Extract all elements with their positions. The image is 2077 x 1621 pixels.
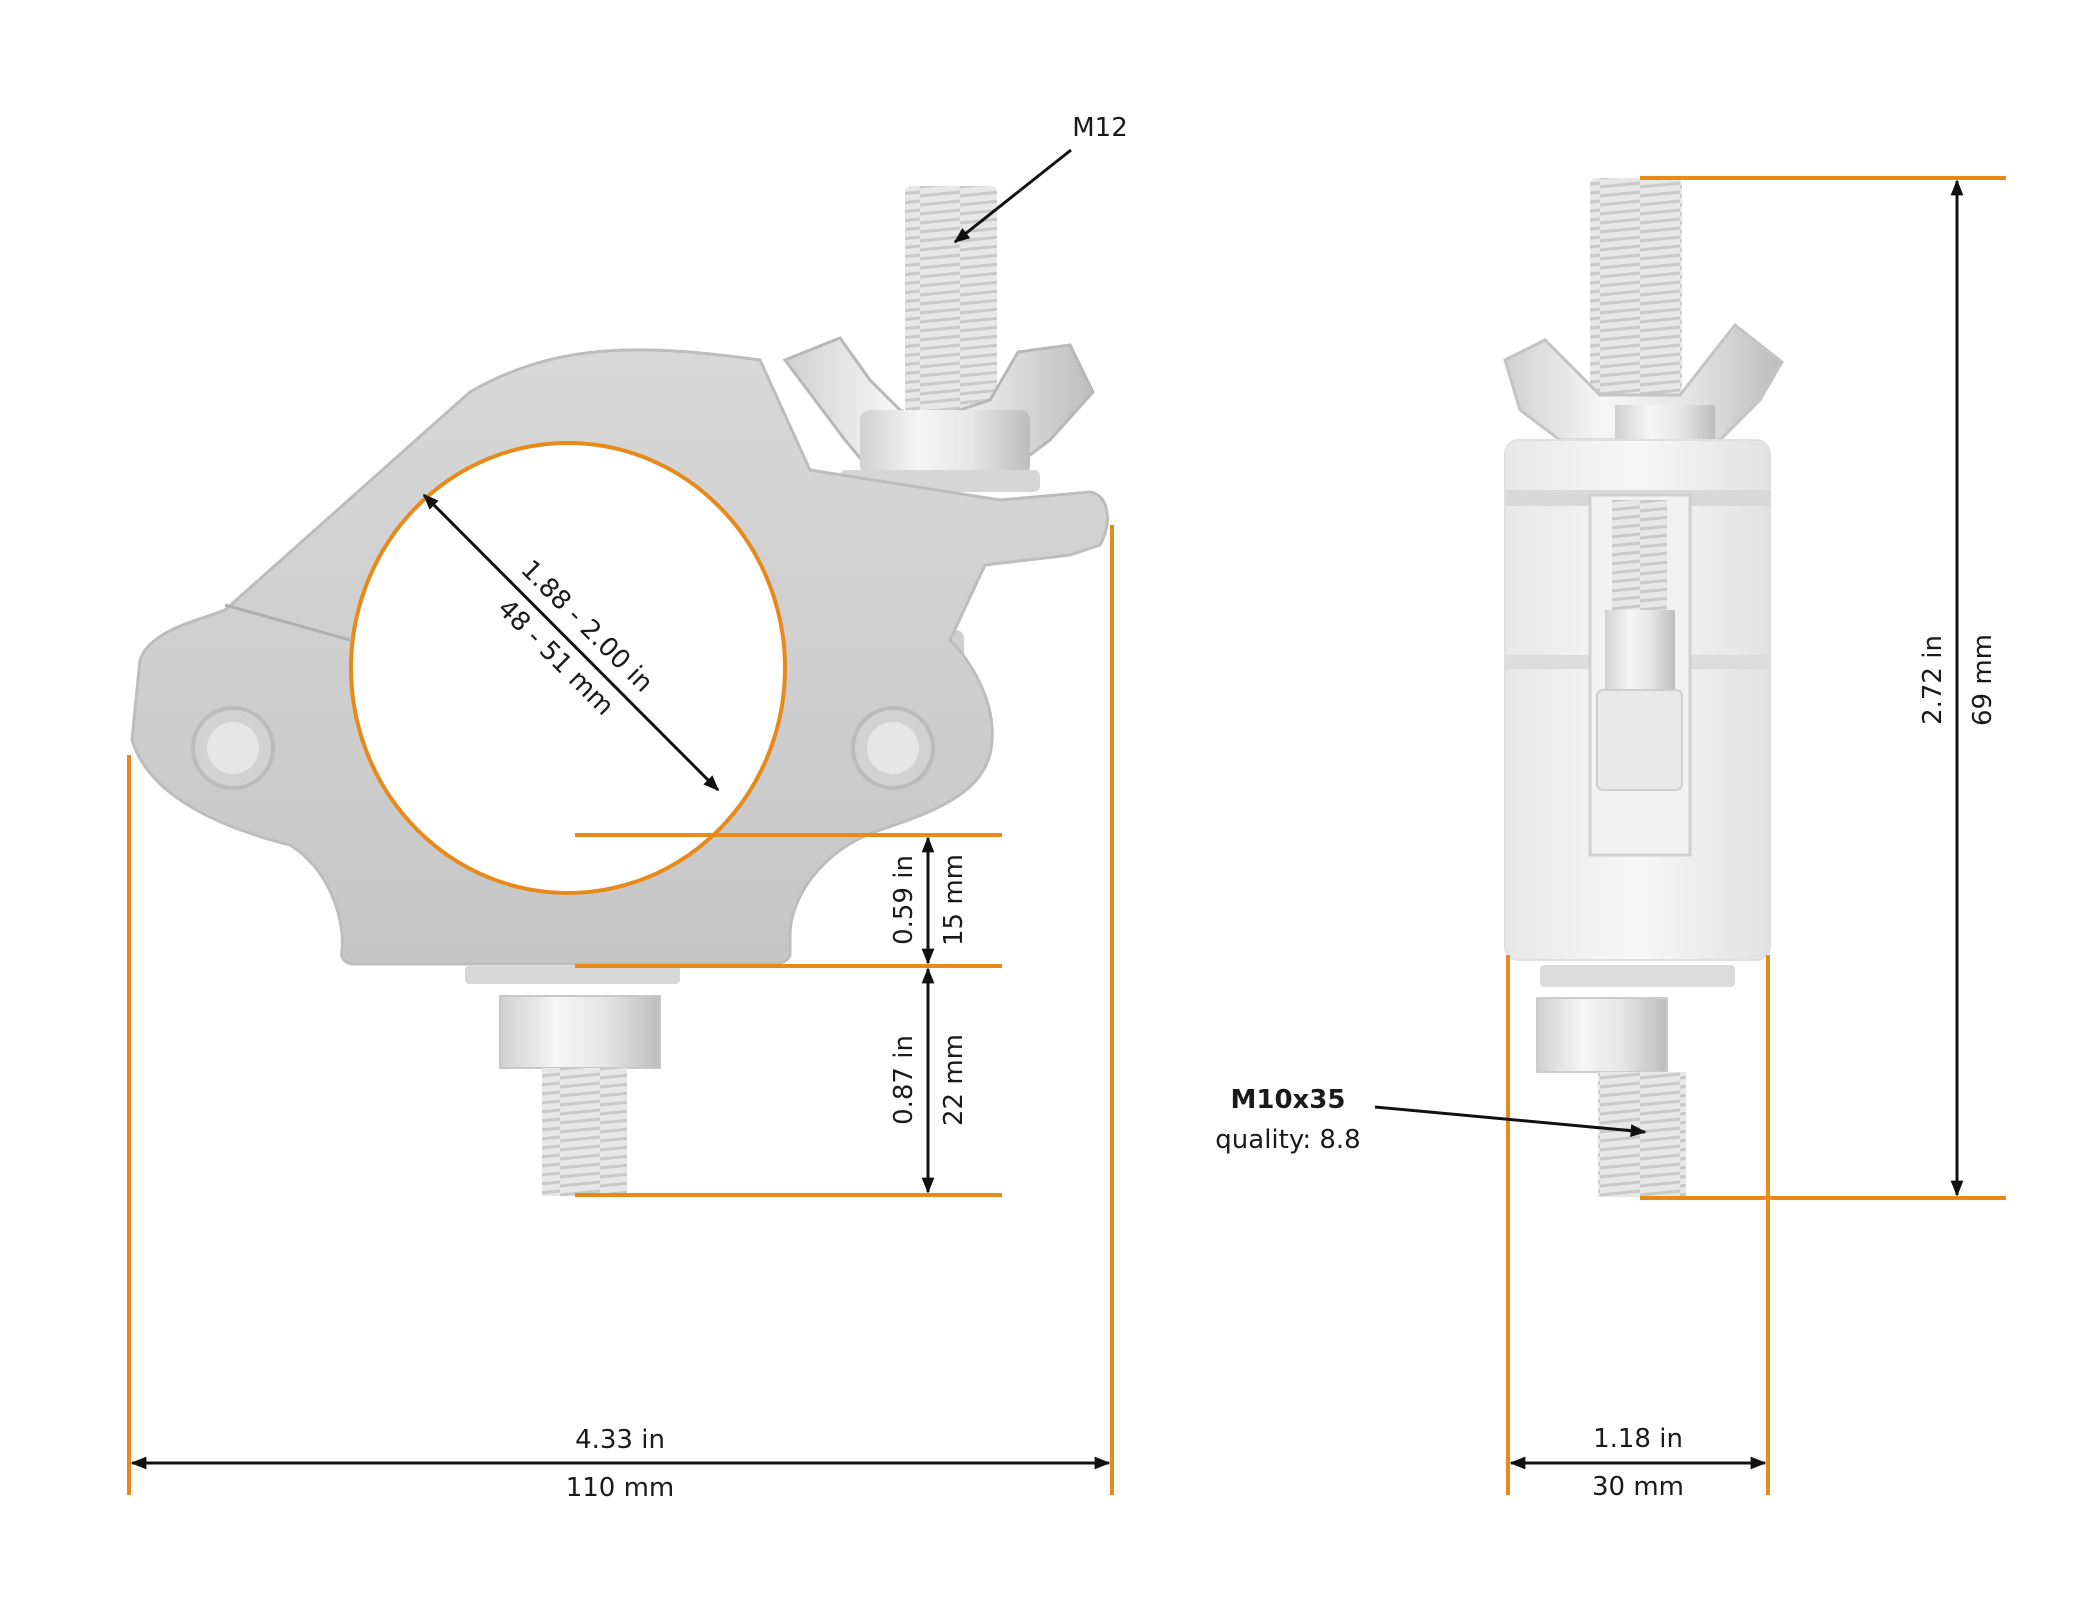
label-bolt-len-in: 0.87 in xyxy=(889,1035,919,1125)
extension-lines xyxy=(127,176,2006,1495)
label-bolt-quality: quality: 8.8 xyxy=(1215,1125,1360,1155)
label-m12: M12 xyxy=(1072,113,1128,143)
side-bottom-nut xyxy=(1536,997,1668,1073)
side-top-thread xyxy=(1590,178,1682,398)
label-width-mm: 110 mm xyxy=(566,1473,675,1503)
arrow-tube-diameter xyxy=(422,493,720,792)
label-height-mm: 69 mm xyxy=(1968,634,1998,726)
label-depth-in: 1.18 in xyxy=(1593,1424,1683,1454)
label-width-in: 4.33 in xyxy=(575,1425,665,1455)
label-bolt-spec: M10x35 xyxy=(1230,1085,1345,1115)
side-view-clamp xyxy=(1503,178,1784,1197)
side-bottom-thread xyxy=(1598,1072,1686,1197)
bottom-hex-nut xyxy=(499,995,661,1069)
bottom-bolt-thread xyxy=(542,1068,627,1196)
arrow-bolt-callout xyxy=(1374,1105,1647,1138)
dimension-arrows xyxy=(130,148,1964,1470)
label-jaw-in: 0.59 in xyxy=(889,855,919,945)
label-depth-mm: 30 mm xyxy=(1592,1472,1684,1502)
arrow-m12-callout xyxy=(953,148,1072,244)
bottom-washer xyxy=(465,966,680,984)
label-jaw-mm: 15 mm xyxy=(939,854,969,946)
label-height-in: 2.72 in xyxy=(1918,635,1948,725)
label-bolt-len-mm: 22 mm xyxy=(939,1034,969,1126)
